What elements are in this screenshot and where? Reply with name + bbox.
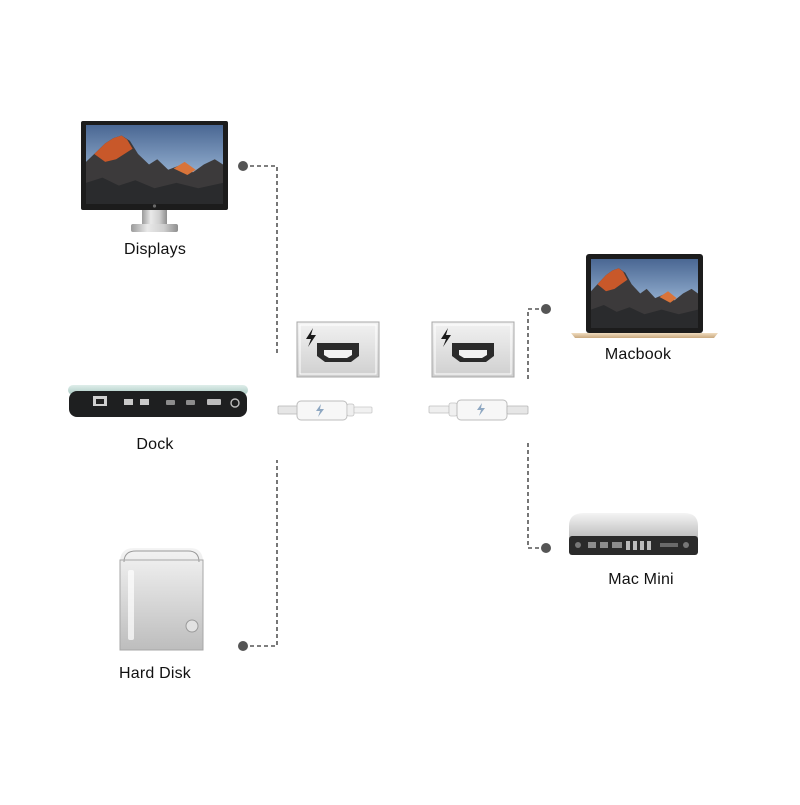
laptop-icon: [571, 254, 718, 338]
thunderbolt-cable-icon: [277, 400, 373, 421]
line-mac-mini: [527, 440, 546, 549]
dot-hard-disk: [238, 641, 248, 651]
dot-displays: [238, 161, 248, 171]
mac-mini-icon: [569, 513, 698, 555]
label-mac-mini: Mac Mini: [608, 571, 674, 588]
label-dock: Dock: [136, 436, 174, 453]
thunderbolt-port-left: [296, 321, 380, 378]
dot-macbook: [541, 304, 551, 314]
line-macbook: [527, 308, 546, 380]
label-macbook: Macbook: [604, 346, 672, 363]
line-hard-disk: [243, 460, 278, 647]
thunderbolt-port-right: [431, 321, 515, 378]
monitor-icon: [81, 121, 228, 232]
hard-disk-icon: [119, 548, 204, 651]
dot-mac-mini: [541, 543, 551, 553]
line-displays: [243, 165, 278, 356]
label-hard-disk: Hard Disk: [118, 665, 192, 682]
dock-icon: [68, 385, 248, 417]
thunderbolt-cable-icon: [428, 399, 529, 421]
label-displays: Displays: [123, 241, 187, 258]
connection-dots: [238, 161, 551, 651]
thunderbolt-icon: [306, 328, 316, 347]
connection-lines: [243, 165, 546, 647]
thunderbolt-icon: [441, 328, 451, 347]
